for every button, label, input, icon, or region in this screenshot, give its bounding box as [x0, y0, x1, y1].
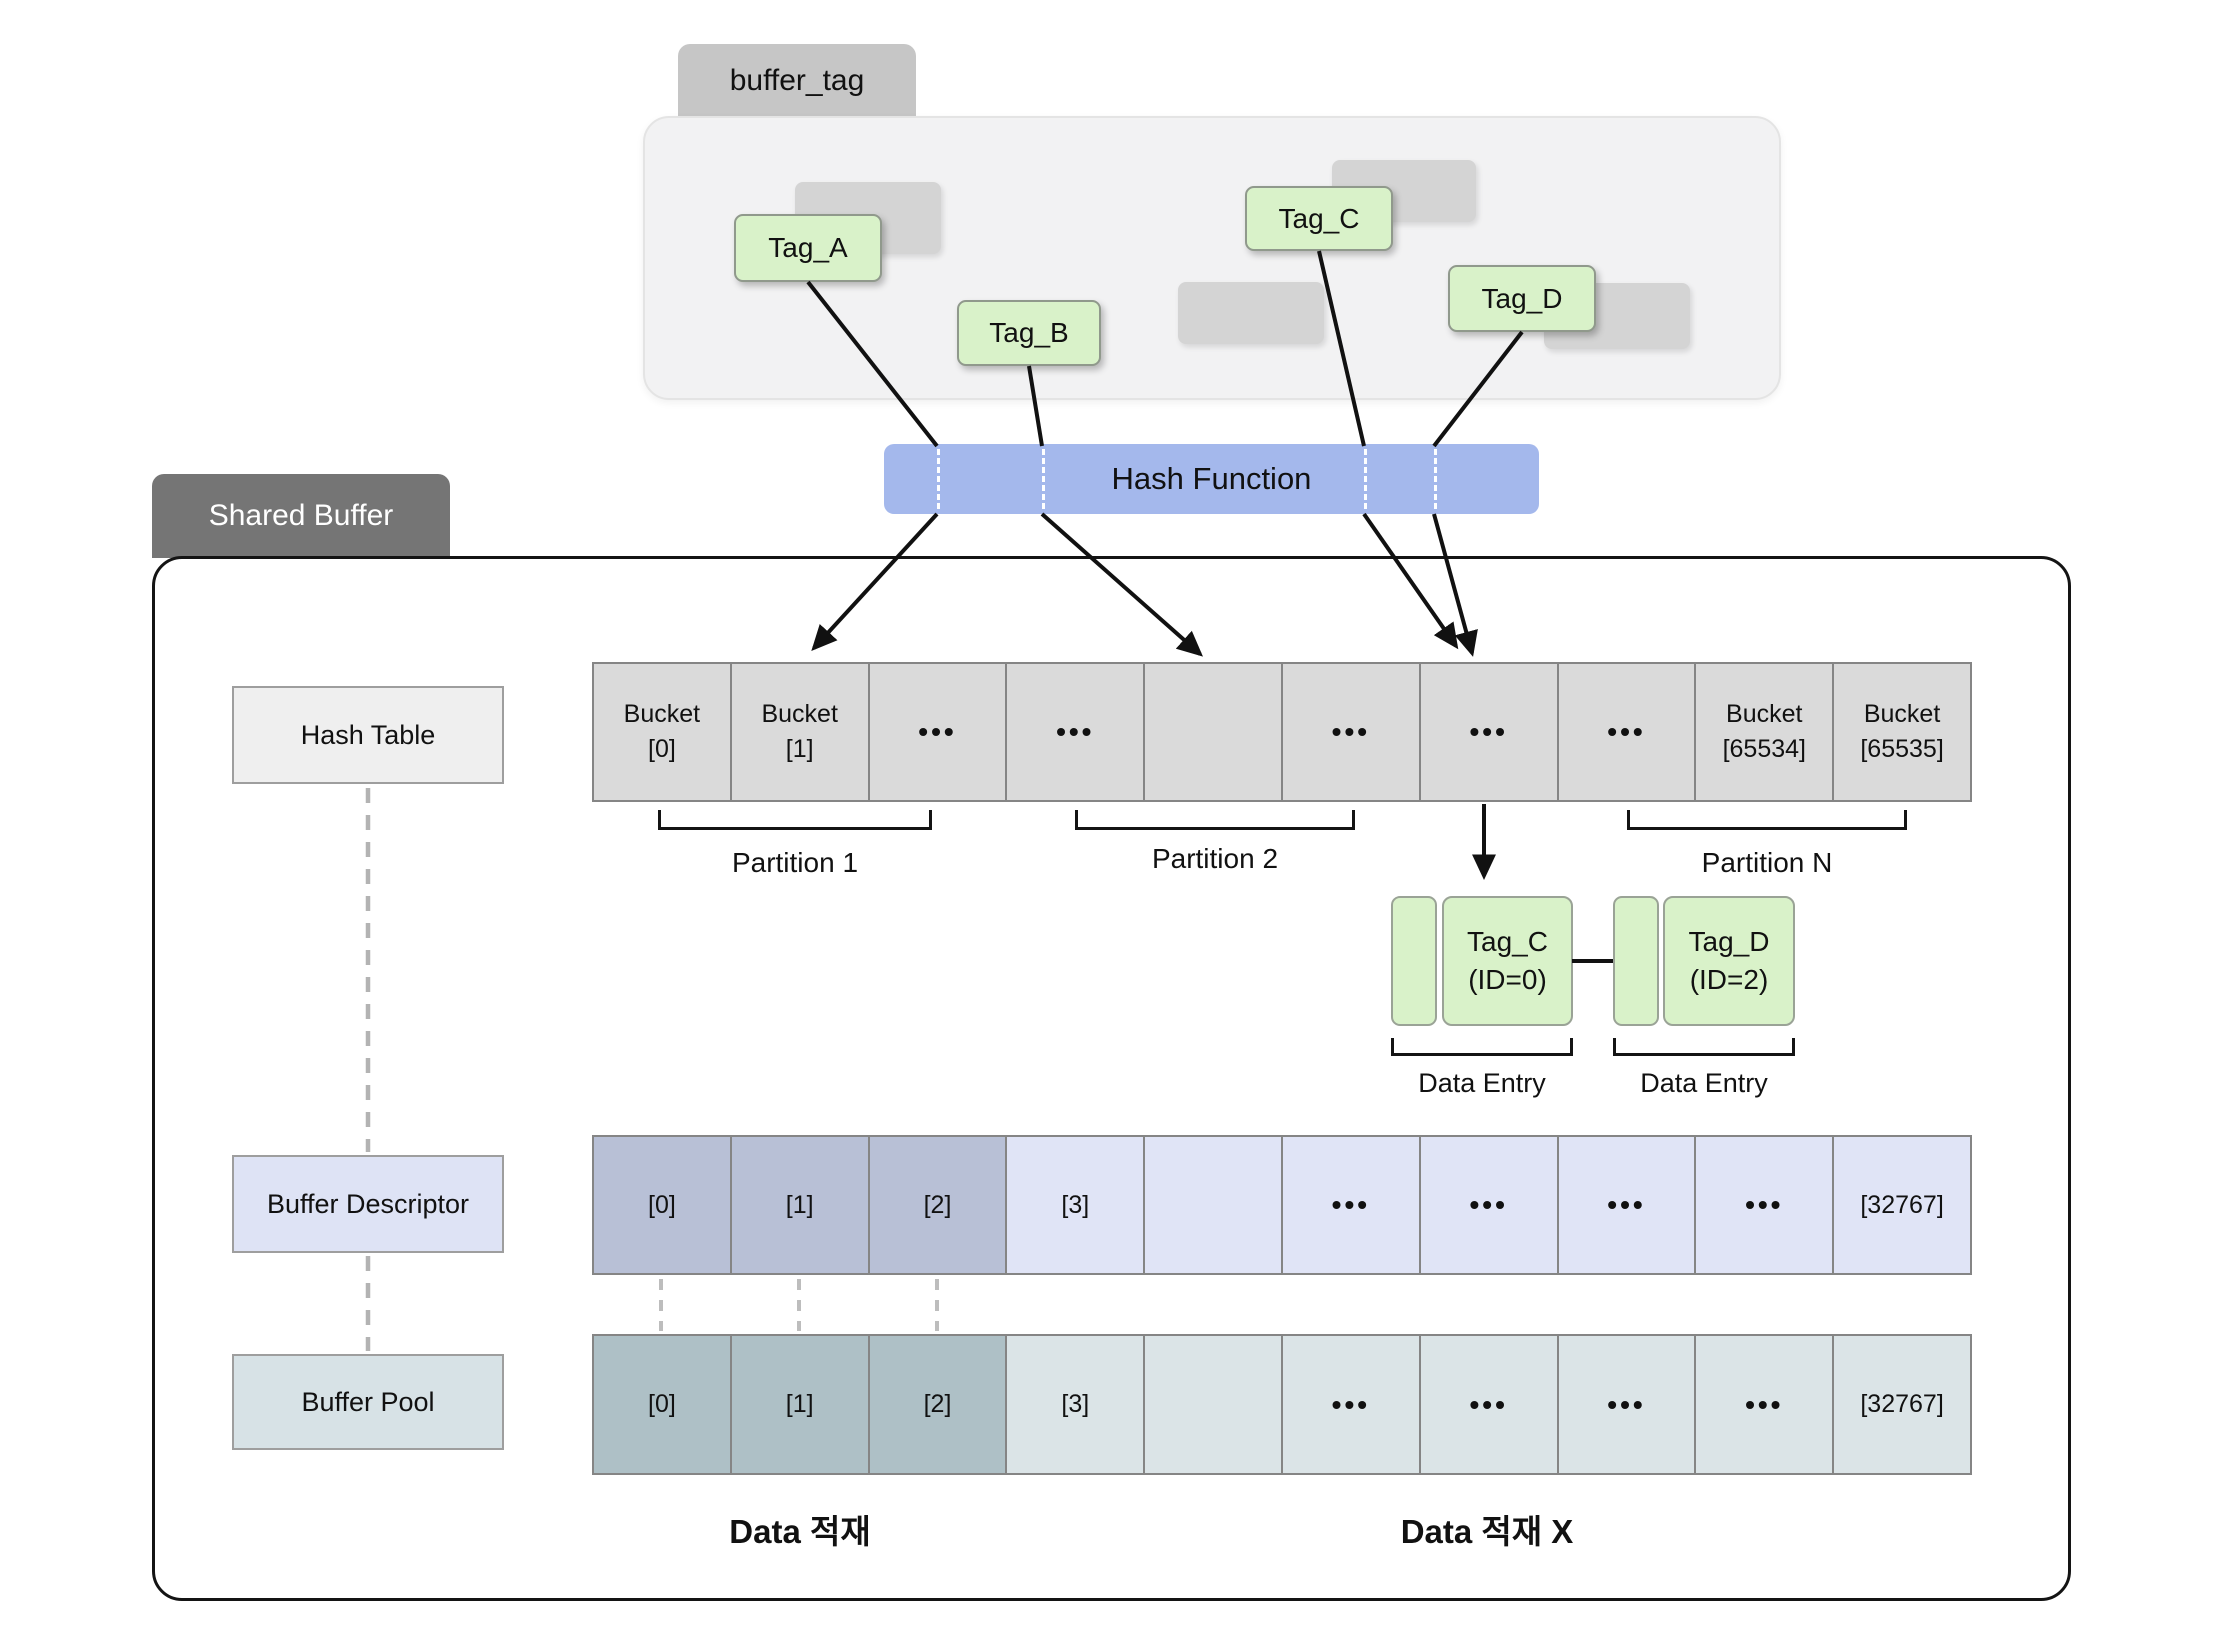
- buffer-pool-label-box: Buffer Pool: [232, 1354, 504, 1450]
- tag-d-box: Tag_D: [1448, 265, 1596, 332]
- hash-table-label-box: Hash Table: [232, 686, 504, 784]
- ghost-tag-2: [1178, 282, 1324, 344]
- data-entry-1-tag-cell: Tag_C (ID=0): [1442, 896, 1573, 1026]
- descriptor-cell-5: •••: [1282, 1137, 1421, 1273]
- data-loaded-caption: Data 적재: [729, 1513, 871, 1550]
- buffer-tag-title: buffer_tag: [729, 64, 865, 97]
- pool-cell-8: •••: [1696, 1336, 1835, 1473]
- partition-1-label: Partition 1: [731, 847, 859, 878]
- hash-pass-dash-2: [1042, 449, 1045, 509]
- partition-1-bracket: [658, 810, 932, 830]
- descriptor-cell-7: •••: [1558, 1137, 1697, 1273]
- partition-2-bracket: [1075, 810, 1355, 830]
- pool-cell-5: •••: [1282, 1336, 1421, 1473]
- tag-a-box: Tag_A: [734, 214, 882, 282]
- buffer-descriptor-label: Buffer Descriptor: [266, 1188, 470, 1219]
- hash-table-row: Bucket[0]Bucket[1]•••••••••••••••Bucket[…: [592, 662, 1972, 802]
- bucket-cell-2: •••: [869, 664, 1008, 800]
- shared-buffer-title-tab: Shared Buffer: [152, 474, 450, 558]
- hash-pass-dash-3: [1364, 449, 1367, 509]
- descriptor-cell-2: [2]: [869, 1137, 1008, 1273]
- data-entry-2-id: (ID=2): [1689, 964, 1769, 995]
- pool-cell-3: [3]: [1007, 1336, 1146, 1473]
- data-entry-2-tag: Tag_D: [1688, 926, 1770, 958]
- data-entry-2-bracket: [1613, 1038, 1795, 1056]
- pool-cell-4: [1145, 1336, 1283, 1473]
- bucket-cell-1: Bucket[1]: [731, 664, 870, 800]
- hash-pass-dash-1: [937, 449, 940, 509]
- tag-c-box: Tag_C: [1245, 186, 1393, 251]
- partition-n-label: Partition N: [1701, 847, 1833, 878]
- data-entry-1-tag: Tag_C: [1467, 926, 1548, 958]
- bucket-cell-5: •••: [1282, 664, 1421, 800]
- data-entry-1-buffer-id-cell: [1391, 896, 1437, 1026]
- tag-c-label: Tag_C: [1278, 202, 1360, 234]
- buffer-descriptor-label-box: Buffer Descriptor: [232, 1155, 504, 1253]
- bucket-cell-7: •••: [1558, 664, 1697, 800]
- pool-cell-9: [32767]: [1834, 1336, 1970, 1473]
- data-entry-1-bracket: [1391, 1038, 1573, 1056]
- bucket-cell-4: [1145, 664, 1283, 800]
- partition-n-bracket: [1627, 810, 1907, 830]
- hash-pass-dash-4: [1434, 449, 1437, 509]
- data-entry-1-id: (ID=0): [1468, 964, 1547, 995]
- pool-cell-1: [1]: [731, 1336, 870, 1473]
- buffer-pool-label: Buffer Pool: [301, 1386, 435, 1417]
- descriptor-cell-8: •••: [1696, 1137, 1835, 1273]
- data-entry-2-caption: Data Entry: [1640, 1067, 1768, 1098]
- shared-buffer-title: Shared Buffer: [208, 499, 394, 532]
- hash-function-label: Hash Function: [1111, 461, 1312, 496]
- data-entry-2-tag-cell: Tag_D (ID=2): [1663, 896, 1795, 1026]
- tag-b-label: Tag_B: [989, 317, 1069, 348]
- pool-cell-7: •••: [1558, 1336, 1697, 1473]
- pool-cell-0: [0]: [594, 1336, 732, 1473]
- buffer-pool-row: [0][1][2][3]••••••••••••[32767]: [592, 1334, 1972, 1475]
- tag-b-box: Tag_B: [957, 300, 1101, 366]
- bucket-cell-8: Bucket[65534]: [1696, 664, 1835, 800]
- descriptor-cell-1: [1]: [731, 1137, 870, 1273]
- descriptor-cell-4: [1145, 1137, 1283, 1273]
- descriptor-cell-6: •••: [1420, 1137, 1559, 1273]
- buffer-tag-title-tab: buffer_tag: [678, 44, 916, 118]
- bucket-cell-0: Bucket[0]: [594, 664, 732, 800]
- data-entry-1-caption: Data Entry: [1418, 1067, 1546, 1098]
- data-entry-2-buffer-id-cell: [1613, 896, 1659, 1026]
- descriptor-cell-3: [3]: [1007, 1137, 1146, 1273]
- pool-cell-6: •••: [1420, 1336, 1559, 1473]
- descriptor-cell-9: [32767]: [1834, 1137, 1970, 1273]
- data-not-loaded-caption: Data 적재 X: [1400, 1513, 1574, 1550]
- hash-function-box: Hash Function: [884, 444, 1539, 514]
- tag-d-label: Tag_D: [1481, 282, 1563, 314]
- buffer-descriptor-row: [0][1][2][3]••••••••••••[32767]: [592, 1135, 1972, 1275]
- descriptor-cell-0: [0]: [594, 1137, 732, 1273]
- bucket-cell-6: •••: [1420, 664, 1559, 800]
- bucket-cell-3: •••: [1007, 664, 1146, 800]
- partition-2-label: Partition 2: [1151, 843, 1279, 874]
- tag-a-label: Tag_A: [768, 232, 848, 263]
- pool-cell-2: [2]: [869, 1336, 1008, 1473]
- hash-table-label: Hash Table: [300, 719, 436, 750]
- bucket-cell-9: Bucket[65535]: [1834, 664, 1970, 800]
